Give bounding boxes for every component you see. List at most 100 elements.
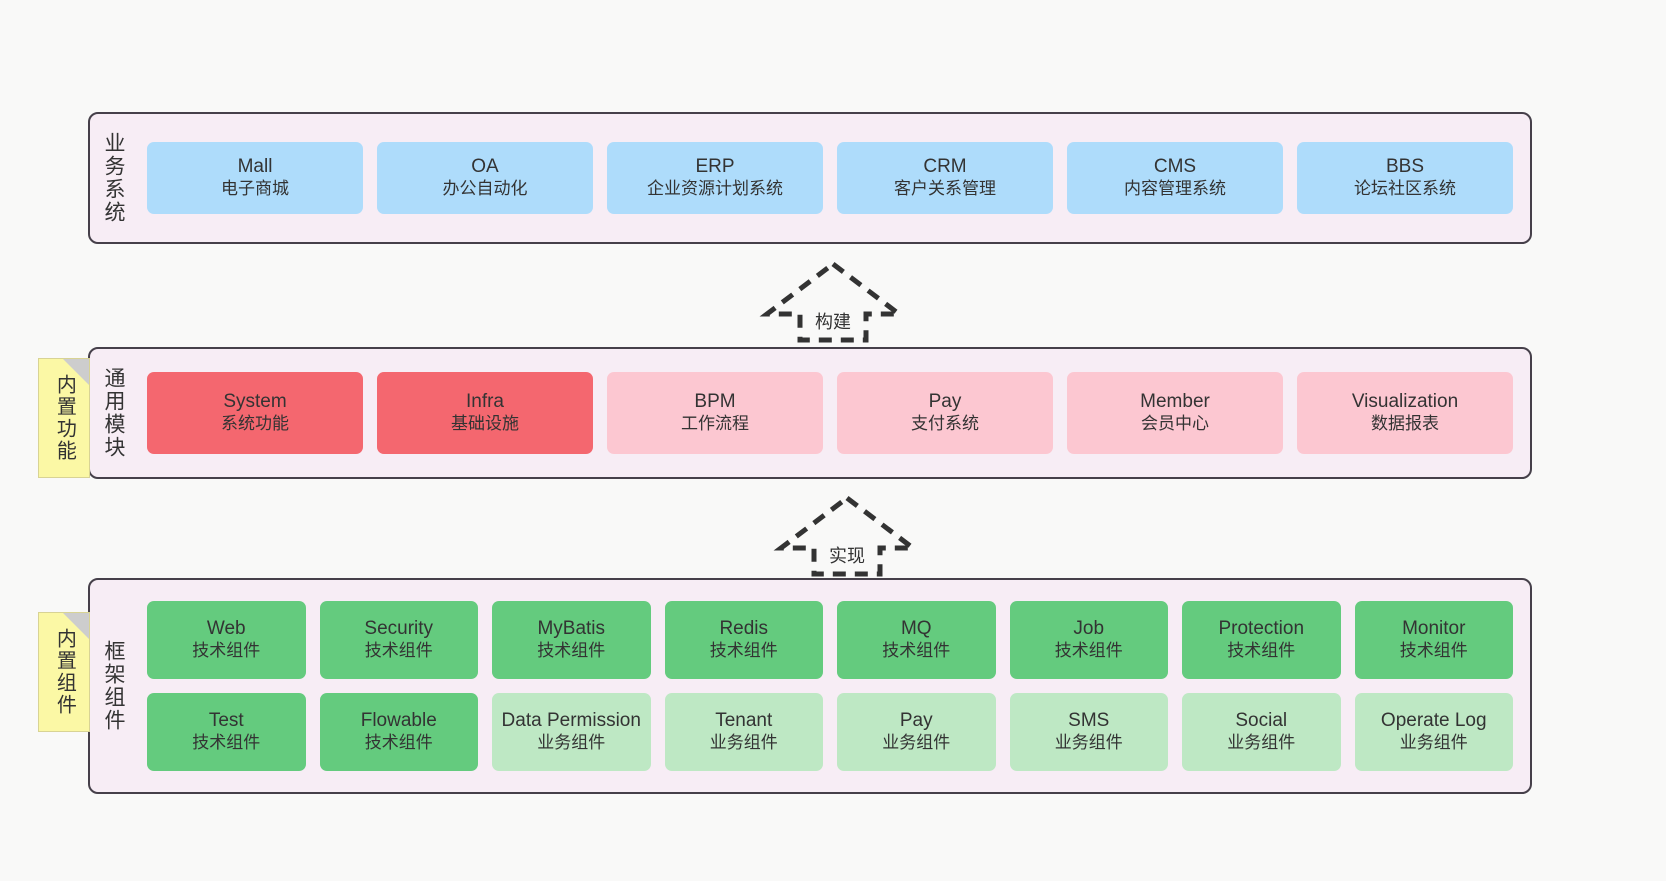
card-title: Pay xyxy=(899,710,933,732)
sticky-note-builtin-component: 内置组件 xyxy=(38,612,90,732)
card-security[interactable]: Security 技术组件 xyxy=(319,601,478,679)
layer-common-module-label: 通用模块 xyxy=(101,367,125,459)
card-subtitle: 业务组件 xyxy=(537,733,606,753)
hollow-arrow-up-icon xyxy=(773,494,921,577)
card-title: System xyxy=(223,391,287,413)
card-subtitle: 技术组件 xyxy=(192,641,261,661)
card-monitor[interactable]: Monitor 技术组件 xyxy=(1354,601,1513,679)
connector-implement-label: 实现 xyxy=(829,546,865,566)
card-subtitle: 办公自动化 xyxy=(442,179,528,199)
card-title: Data Permission xyxy=(501,710,641,732)
card-title: Tenant xyxy=(715,710,773,732)
card-mq[interactable]: MQ 技术组件 xyxy=(837,601,996,679)
card-title: Flowable xyxy=(360,710,437,732)
card-subtitle: 技术组件 xyxy=(1054,641,1123,661)
card-mall[interactable]: Mall 电子商城 xyxy=(147,142,363,214)
card-infra[interactable]: Infra 基础设施 xyxy=(377,372,593,454)
card-title: BPM xyxy=(694,391,736,413)
card-title: Infra xyxy=(465,391,505,413)
card-oa[interactable]: OA 办公自动化 xyxy=(377,142,593,214)
layer-business-system-label: 业务系统 xyxy=(101,132,125,224)
card-visualization[interactable]: Visualization 数据报表 xyxy=(1297,372,1513,454)
card-title: Job xyxy=(1073,618,1105,640)
card-title: Member xyxy=(1140,391,1210,413)
card-bbs[interactable]: BBS 论坛社区系统 xyxy=(1297,142,1513,214)
card-title: Visualization xyxy=(1351,391,1459,413)
connector-build-label: 构建 xyxy=(815,312,851,332)
card-subtitle: 业务组件 xyxy=(1054,733,1123,753)
card-title: ERP xyxy=(695,156,735,178)
card-title: OA xyxy=(471,156,499,178)
card-crm[interactable]: CRM 客户关系管理 xyxy=(837,142,1053,214)
card-pay[interactable]: Pay 支付系统 xyxy=(837,372,1053,454)
card-flowable[interactable]: Flowable 技术组件 xyxy=(319,693,478,771)
card-title: Protection xyxy=(1218,618,1305,640)
card-title: Social xyxy=(1235,710,1288,732)
card-subtitle: 技术组件 xyxy=(364,733,433,753)
card-pay-business[interactable]: Pay 业务组件 xyxy=(837,693,996,771)
card-subtitle: 企业资源计划系统 xyxy=(647,179,783,199)
card-operate-log[interactable]: Operate Log 业务组件 xyxy=(1354,693,1513,771)
card-cms[interactable]: CMS 内容管理系统 xyxy=(1067,142,1283,214)
card-subtitle: 数据报表 xyxy=(1371,414,1439,434)
card-title: Mall xyxy=(237,156,273,178)
card-subtitle: 内容管理系统 xyxy=(1124,179,1226,199)
card-subtitle: 客户关系管理 xyxy=(894,179,996,199)
card-subtitle: 技术组件 xyxy=(192,733,261,753)
card-title: Monitor xyxy=(1402,618,1466,640)
card-title: Pay xyxy=(928,391,962,413)
layer-framework-component-items: Web 技术组件 Security 技术组件 MyBatis 技术组件 Redi… xyxy=(136,580,1530,792)
folded-corner-icon xyxy=(63,359,89,385)
framework-row-technical: Web 技术组件 Security 技术组件 MyBatis 技术组件 Redi… xyxy=(140,601,1520,679)
card-subtitle: 业务组件 xyxy=(882,733,951,753)
layer-business-system: 业务系统 Mall 电子商城 OA 办公自动化 ERP 企业资源计划系统 CRM… xyxy=(88,112,1532,244)
card-subtitle: 技术组件 xyxy=(882,641,951,661)
card-erp[interactable]: ERP 企业资源计划系统 xyxy=(607,142,823,214)
card-subtitle: 技术组件 xyxy=(1227,641,1296,661)
card-web[interactable]: Web 技术组件 xyxy=(147,601,306,679)
card-title: Security xyxy=(364,618,434,640)
card-title: MyBatis xyxy=(537,618,606,640)
layer-common-module: 通用模块 System 系统功能 Infra 基础设施 BPM 工作流程 Pay… xyxy=(88,347,1532,479)
card-system[interactable]: System 系统功能 xyxy=(147,372,363,454)
card-title: CMS xyxy=(1153,156,1197,178)
sticky-note-builtin-function: 内置功能 xyxy=(38,358,90,478)
card-test[interactable]: Test 技术组件 xyxy=(147,693,306,771)
card-protection[interactable]: Protection 技术组件 xyxy=(1182,601,1341,679)
card-title: Test xyxy=(208,710,244,732)
card-mybatis[interactable]: MyBatis 技术组件 xyxy=(492,601,651,679)
card-subtitle: 基础设施 xyxy=(451,414,519,434)
card-subtitle: 业务组件 xyxy=(1227,733,1296,753)
card-subtitle: 会员中心 xyxy=(1141,414,1209,434)
card-subtitle: 业务组件 xyxy=(709,733,778,753)
card-title: Operate Log xyxy=(1380,710,1487,732)
card-subtitle: 支付系统 xyxy=(911,414,979,434)
card-subtitle: 技术组件 xyxy=(709,641,778,661)
card-job[interactable]: Job 技术组件 xyxy=(1009,601,1168,679)
card-tenant[interactable]: Tenant 业务组件 xyxy=(664,693,823,771)
card-subtitle: 技术组件 xyxy=(1399,641,1468,661)
card-subtitle: 技术组件 xyxy=(537,641,606,661)
framework-row-business: Test 技术组件 Flowable 技术组件 Data Permission … xyxy=(140,693,1520,771)
card-title: Web xyxy=(206,618,246,640)
card-member[interactable]: Member 会员中心 xyxy=(1067,372,1283,454)
card-data-permission[interactable]: Data Permission 业务组件 xyxy=(492,693,651,771)
card-bpm[interactable]: BPM 工作流程 xyxy=(607,372,823,454)
card-sms[interactable]: SMS 业务组件 xyxy=(1009,693,1168,771)
card-title: SMS xyxy=(1068,710,1110,732)
card-social[interactable]: Social 业务组件 xyxy=(1182,693,1341,771)
sticky-note-label: 内置组件 xyxy=(53,628,76,716)
connector-build: 构建 xyxy=(758,258,908,346)
connector-implement: 实现 xyxy=(772,492,922,580)
card-subtitle: 电子商城 xyxy=(221,179,289,199)
folded-corner-icon xyxy=(63,613,89,639)
card-title: BBS xyxy=(1385,156,1425,178)
card-title: CRM xyxy=(923,156,967,178)
card-redis[interactable]: Redis 技术组件 xyxy=(664,601,823,679)
layer-common-module-items: System 系统功能 Infra 基础设施 BPM 工作流程 Pay 支付系统… xyxy=(136,349,1530,477)
card-title: MQ xyxy=(900,618,932,640)
layer-framework-component: 框架组件 Web 技术组件 Security 技术组件 MyBatis 技术组件… xyxy=(88,578,1532,794)
card-subtitle: 工作流程 xyxy=(681,414,749,434)
sticky-note-label: 内置功能 xyxy=(53,374,76,462)
